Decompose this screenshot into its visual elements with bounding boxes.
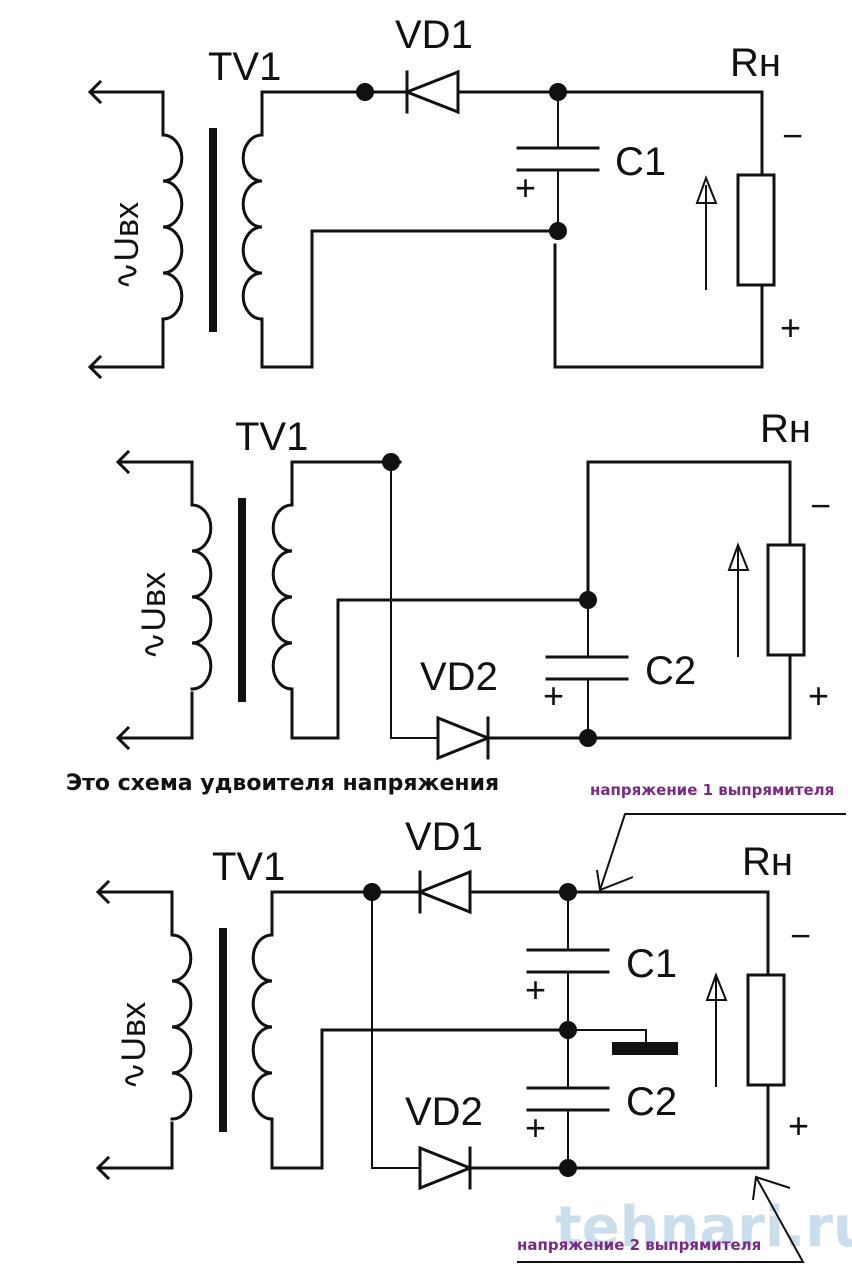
label-c1: C1 [626, 942, 677, 986]
primary-winding [161, 133, 184, 321]
junction-dot [559, 1159, 577, 1177]
input-terminals [115, 449, 194, 751]
diode-vd1 [402, 69, 460, 115]
label-vd1: VD1 [405, 815, 483, 859]
cap-plus-sign: + [543, 675, 564, 716]
label-rn: Rн [742, 840, 793, 884]
primary-winding [190, 503, 213, 691]
annotation-arrow-bottom [517, 1175, 805, 1263]
diode-vd1 [415, 869, 472, 915]
label-tv1: TV1 [212, 845, 285, 889]
label-c1: C1 [615, 140, 666, 184]
ground-lead [568, 1029, 647, 1046]
junction-dot [356, 83, 374, 101]
annotation-arrow-top [596, 813, 846, 892]
junction-dot [549, 222, 567, 240]
cap1-plus-sign: + [525, 969, 546, 1010]
diode-vd2 [436, 715, 493, 761]
label-uin: ∿Uвх [115, 1002, 153, 1090]
label-rn: Rн [760, 407, 811, 451]
caption-voltage-doubler: Это схема удвоителя напряжения [66, 771, 499, 796]
capacitor-c2 [545, 600, 629, 738]
load-plus-sign: + [808, 675, 829, 716]
primary-winding [170, 933, 193, 1121]
label-tv1: TV1 [208, 45, 281, 89]
cap2-plus-sign: + [525, 1107, 546, 1148]
capacitor-c1 [516, 92, 600, 231]
voltage-arrow [727, 542, 750, 657]
load-plus-sign: + [780, 307, 801, 348]
load-minus-sign: − [782, 115, 803, 156]
load-minus-sign: − [810, 485, 831, 526]
watermark: tehnari.ru [555, 1195, 852, 1260]
load-minus-sign: − [790, 915, 811, 956]
load-resistor [766, 543, 806, 657]
label-c2: C2 [626, 1080, 677, 1124]
note-voltage-rectifier-2: напряжение 2 выпрямителя [517, 1236, 761, 1254]
load-resistor [746, 973, 786, 1087]
label-uin: ∿Uвх [135, 572, 173, 660]
load-plus-sign: + [788, 1105, 809, 1146]
label-rn: Rн [730, 41, 781, 85]
note-voltage-rectifier-1: напряжение 1 выпрямителя [590, 781, 834, 799]
secondary-winding [271, 460, 590, 740]
diode-vd2 [418, 1145, 475, 1191]
diagram-1-half-wave-rectifier-vd1: TV1 VD1 C1 + Rн − + ∿Uвх [87, 13, 803, 380]
label-tv1: TV1 [235, 415, 308, 459]
input-terminals [95, 879, 174, 1181]
diagram-2-half-wave-rectifier-vd2: TV1 VD2 C2 + Rн − + ∿Uвх [115, 407, 831, 761]
junction-dot [579, 729, 597, 747]
label-c2: C2 [645, 649, 696, 693]
label-vd2: VD2 [405, 1090, 483, 1134]
voltage-arrow [705, 972, 728, 1087]
voltage-arrow [695, 175, 718, 290]
label-uin: ∿Uвх [108, 202, 146, 290]
input-terminals [87, 79, 165, 380]
label-vd1: VD1 [395, 13, 473, 57]
secondary-winding [241, 90, 564, 369]
diagram-3-voltage-doubler: TV1 VD1 VD2 C1 C2 + + Rн − + ∿Uвх напряж… [95, 781, 852, 1263]
capacitor-c1 [526, 892, 610, 1030]
label-vd2: VD2 [420, 655, 498, 699]
ground-symbol [612, 1042, 678, 1055]
capacitor-c2 [526, 1030, 610, 1168]
load-resistor [736, 173, 776, 287]
cap-plus-sign: + [515, 167, 536, 208]
